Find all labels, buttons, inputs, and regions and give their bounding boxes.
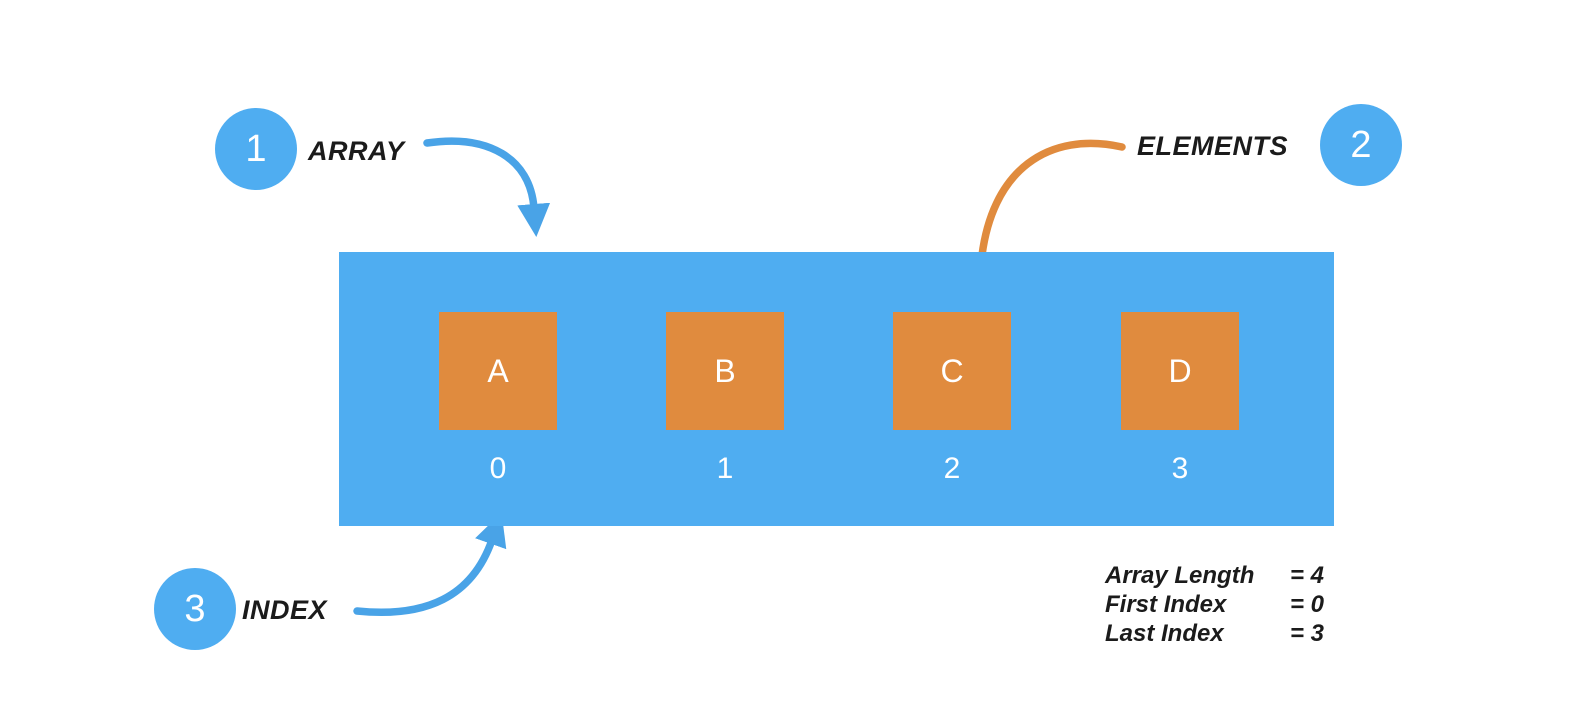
badge-number: 3 xyxy=(184,587,206,630)
legend-label: First Index xyxy=(1105,591,1227,618)
array-index-number: 3 xyxy=(1171,452,1189,485)
annotation-badge-1: 1 xyxy=(215,108,297,190)
array-element-box: A xyxy=(439,312,557,430)
legend-value: = 0 xyxy=(1290,591,1325,618)
badge-number: 1 xyxy=(245,127,267,170)
array-container: A 0 B 1 C 2 D 3 xyxy=(339,252,1334,526)
array-cell: C 2 xyxy=(893,312,1011,484)
array-element-box: C xyxy=(893,312,1011,430)
array-index-number: 0 xyxy=(489,452,507,485)
elements-arrow xyxy=(964,139,1126,293)
array-index-number: 2 xyxy=(943,452,961,485)
index-arrow xyxy=(353,512,507,617)
elements-label: ELEMENTS xyxy=(1137,131,1289,161)
array-cell: B 1 xyxy=(666,312,784,484)
legend-value: = 3 xyxy=(1290,620,1325,647)
array-arrow xyxy=(423,137,551,237)
array-element-box: D xyxy=(1121,312,1239,430)
annotation-badge-2: 2 xyxy=(1320,104,1402,186)
array-element-box: B xyxy=(666,312,784,430)
badge-number: 2 xyxy=(1350,123,1372,166)
legend-label: Array Length xyxy=(1105,562,1255,589)
index-label: INDEX xyxy=(242,595,328,625)
legend-label: Last Index xyxy=(1105,620,1224,647)
array-label: ARRAY xyxy=(308,136,405,166)
legend-value: = 4 xyxy=(1290,562,1325,589)
array-index-number: 1 xyxy=(716,452,734,485)
annotation-badge-3: 3 xyxy=(154,568,236,650)
array-facts-legend: Array Length = 4 First Index = 0 Last In… xyxy=(1105,561,1324,648)
array-cell: A 0 xyxy=(439,312,557,484)
array-cell: D 3 xyxy=(1121,312,1239,484)
